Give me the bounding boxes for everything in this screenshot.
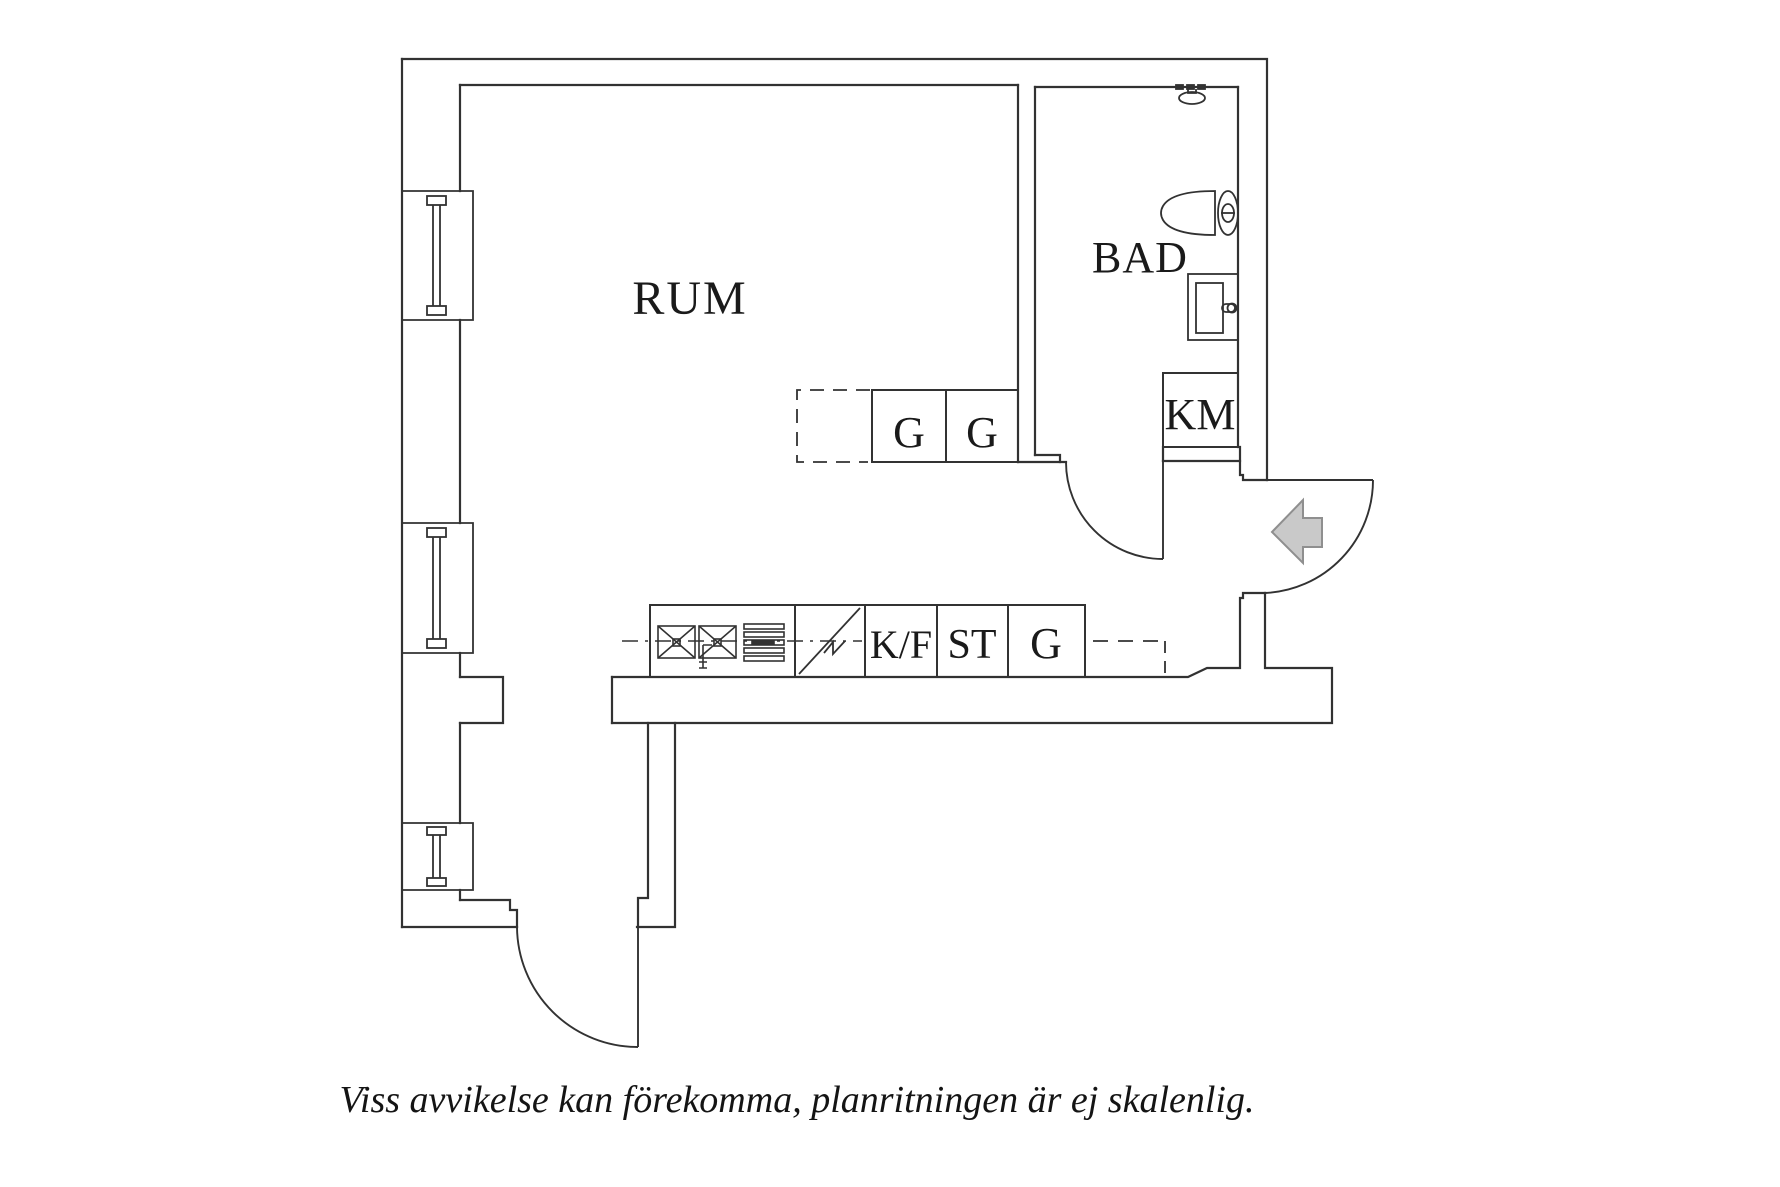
- outer-wall-bottom-long: [610, 591, 1334, 725]
- bathroom-fixtures: [1160, 84, 1239, 341]
- wardrobe-dashed-box: [796, 389, 870, 463]
- corridor-right-wall: [636, 721, 650, 929]
- kitchen-counter: [622, 604, 1166, 677]
- outer-wall-bottom-corridor: [635, 721, 677, 929]
- label-wardrobe-2: G: [966, 408, 998, 457]
- shower-icon: [1175, 84, 1206, 105]
- inner-wall-bottom-left: [458, 898, 519, 929]
- window-3: [402, 822, 474, 891]
- washbasin-icon: [1187, 273, 1239, 341]
- closets: [796, 372, 1239, 463]
- label-washing-machine: KM: [1165, 390, 1236, 439]
- entrance-arrow-icon: [1270, 497, 1323, 566]
- label-wardrobe-1: G: [893, 408, 925, 457]
- window-2: [402, 522, 474, 654]
- wardrobe-box-2: [945, 389, 1019, 463]
- label-bathroom: BAD: [1092, 233, 1188, 282]
- kitchen-drainer-symbol: [743, 623, 785, 662]
- kitchen-counter-outline: [649, 604, 1086, 677]
- toilet-icon: [1160, 190, 1239, 236]
- room-labels: RUM BAD KM G G K/F ST G: [632, 233, 1235, 668]
- bath-south-stub-top: [1033, 453, 1062, 464]
- wall-stub-pillar: [458, 675, 505, 725]
- doors: [516, 461, 1374, 1048]
- windows: [402, 190, 474, 891]
- balcony-door-swing: [516, 926, 639, 1048]
- label-fridge-freezer: K/F: [870, 622, 932, 667]
- disclaimer-caption: Viss avvikelse kan förekomma, planritnin…: [340, 1079, 1255, 1121]
- washing-machine-box: [1162, 372, 1239, 448]
- outer-wall-top-right: [400, 57, 1269, 482]
- label-wardrobe-3: G: [1030, 619, 1062, 668]
- entry-jamb-upper: [1238, 445, 1269, 482]
- walls: [400, 57, 1334, 929]
- faucet-symbol: [699, 644, 712, 669]
- entry-door-swing: [1264, 479, 1374, 594]
- label-main-room: RUM: [632, 272, 747, 325]
- bathroom-door-swing: [1065, 461, 1164, 560]
- window-1: [402, 190, 474, 321]
- main-bottom-inner-wall: [610, 591, 1267, 679]
- kitchen-sink-symbol: [657, 625, 737, 669]
- label-cleaning-cabinet: ST: [947, 622, 996, 668]
